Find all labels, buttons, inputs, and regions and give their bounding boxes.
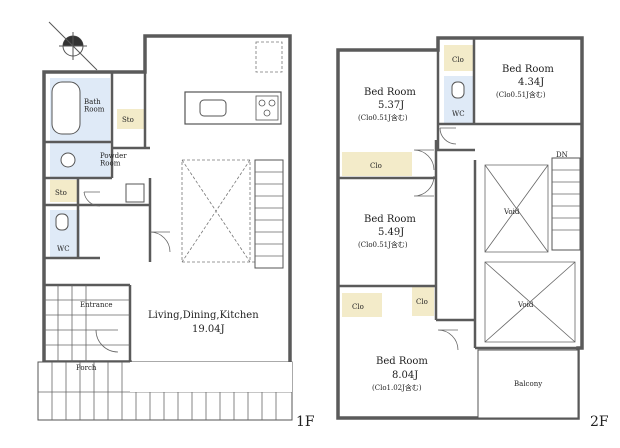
bed2-clo: (Clo0.51J含む) <box>496 90 546 99</box>
wc-label-1f: WC <box>57 245 70 253</box>
bed2-name: Bed Room <box>502 64 554 75</box>
bed3-clo: (Clo0.51J含む) <box>358 240 408 249</box>
sto-top-label: Sto <box>122 116 134 124</box>
bed4-clo: (Clo1.02J含む) <box>372 383 422 392</box>
dashed-void-1f <box>181 159 257 268</box>
clo-d-label: Clo <box>416 298 428 306</box>
interior-walls-1f <box>44 72 152 362</box>
door-bed1 <box>413 149 435 171</box>
powder-fill <box>50 142 110 178</box>
floor-1f-label: 1F <box>296 414 315 430</box>
bed3-size: 5.49J <box>378 227 404 238</box>
entrance-tiles <box>44 285 130 362</box>
void1-label: Void <box>503 208 520 216</box>
sto-top-fill <box>117 109 145 129</box>
clo-b-fill <box>342 152 412 176</box>
ldk-name: Living,Dining,Kitchen <box>148 310 259 321</box>
hall-basin-icon <box>125 183 145 203</box>
bed1-size: 5.37J <box>378 100 404 111</box>
door-ldk <box>149 231 171 253</box>
bed3-name: Bed Room <box>364 214 416 225</box>
bed4-size: 8.04J <box>392 370 418 381</box>
sto-mid-label: Sto <box>55 189 67 197</box>
balcony-area <box>477 349 579 419</box>
toilet-2f-icon <box>451 81 465 99</box>
clo-b-label: Clo <box>370 162 382 170</box>
sink-icon <box>199 99 227 117</box>
clo-c-fill <box>342 293 382 317</box>
wc-label-2f: WC <box>452 110 465 118</box>
clo-d-fill <box>412 286 434 316</box>
bed1-name: Bed Room <box>364 87 416 98</box>
kitchen-counter <box>184 91 282 125</box>
clo-a-label: Clo <box>452 56 464 64</box>
compass-icon <box>48 21 98 71</box>
stair-1f <box>254 159 284 269</box>
porch-tiles <box>37 361 293 421</box>
clo-c-label: Clo <box>352 303 364 311</box>
door-bed3 <box>413 175 435 197</box>
door-entrance <box>95 329 119 353</box>
interior-walls-2f <box>338 38 582 350</box>
door-bed4 <box>437 329 459 351</box>
stove-icon <box>255 95 279 121</box>
void-upper <box>484 164 549 253</box>
bed1-clo: (Clo0.51J含む) <box>358 113 408 122</box>
porch-label: Porch <box>76 364 97 372</box>
balcony-label: Balcony <box>514 380 542 388</box>
void-lower <box>484 261 576 343</box>
bathtub-icon <box>51 81 81 135</box>
floor-2f-label: 2F <box>590 414 609 430</box>
bed4-name: Bed Room <box>376 356 428 367</box>
void2-label: Void <box>517 301 534 309</box>
dashed-area-top <box>255 41 283 73</box>
dn-label: DN <box>556 151 568 159</box>
sto-mid-fill <box>50 180 78 202</box>
bed2-size: 4.34J <box>518 77 544 88</box>
stair-2f <box>551 157 581 251</box>
ldk-size: 19.04J <box>192 324 225 335</box>
toilet-icon <box>55 213 69 231</box>
door-wc2f <box>439 127 457 145</box>
door-hall <box>83 191 101 207</box>
floor-2f: Clo WC Bed Room 5.37J (Clo0.51J含む) Bed R… <box>336 36 609 430</box>
washbasin-icon <box>60 152 76 168</box>
clo-a-fill <box>444 45 474 71</box>
entrance-label: Entrance <box>80 301 113 309</box>
